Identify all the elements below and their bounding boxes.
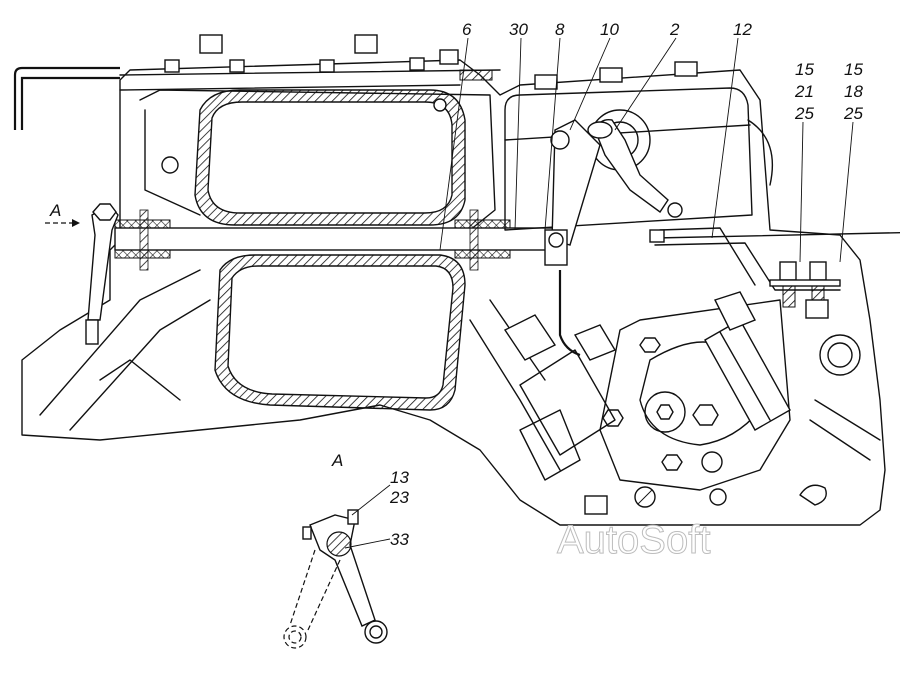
callout-23: 23	[389, 488, 409, 507]
callout-2: 2	[669, 20, 680, 39]
callout-stack-right-2: 18	[844, 82, 863, 101]
detail-view-label: A	[331, 451, 343, 470]
callout-30: 30	[509, 20, 528, 39]
injector-section	[503, 270, 617, 515]
callout-6: 6	[462, 20, 472, 39]
callouts: 6 30 8 10 2 12 15 21 25 15 18 25 A A 13 …	[49, 20, 863, 549]
callout-10: 10	[600, 20, 619, 39]
callout-8: 8	[555, 20, 565, 39]
engine-block-outline	[13, 34, 886, 526]
leader-lines	[344, 37, 854, 549]
callout-stack-left-1: 15	[795, 60, 814, 79]
cylinder-head	[504, 87, 774, 231]
callout-33: 33	[390, 530, 409, 549]
callout-stack-right-1: 15	[844, 60, 863, 79]
callout-stack-right-3: 25	[843, 104, 863, 123]
manifold-upper-window	[139, 89, 496, 231]
callout-12: 12	[733, 20, 752, 39]
control-shaft	[114, 209, 556, 271]
view-arrow	[45, 219, 80, 227]
left-lever	[85, 203, 119, 345]
fuel-pump	[599, 291, 881, 508]
view-arrow-label: A	[49, 201, 61, 220]
rod-assembly	[649, 227, 900, 319]
lever-link	[544, 119, 683, 266]
detail-view-a	[283, 509, 388, 649]
callout-stack-left-3: 25	[794, 104, 814, 123]
callout-stack-left-2: 21	[794, 82, 814, 101]
watermark: AutoSoft	[557, 518, 710, 562]
callout-13: 13	[390, 468, 409, 487]
top-bolts	[164, 34, 698, 90]
manifold-lower-window	[39, 254, 561, 471]
